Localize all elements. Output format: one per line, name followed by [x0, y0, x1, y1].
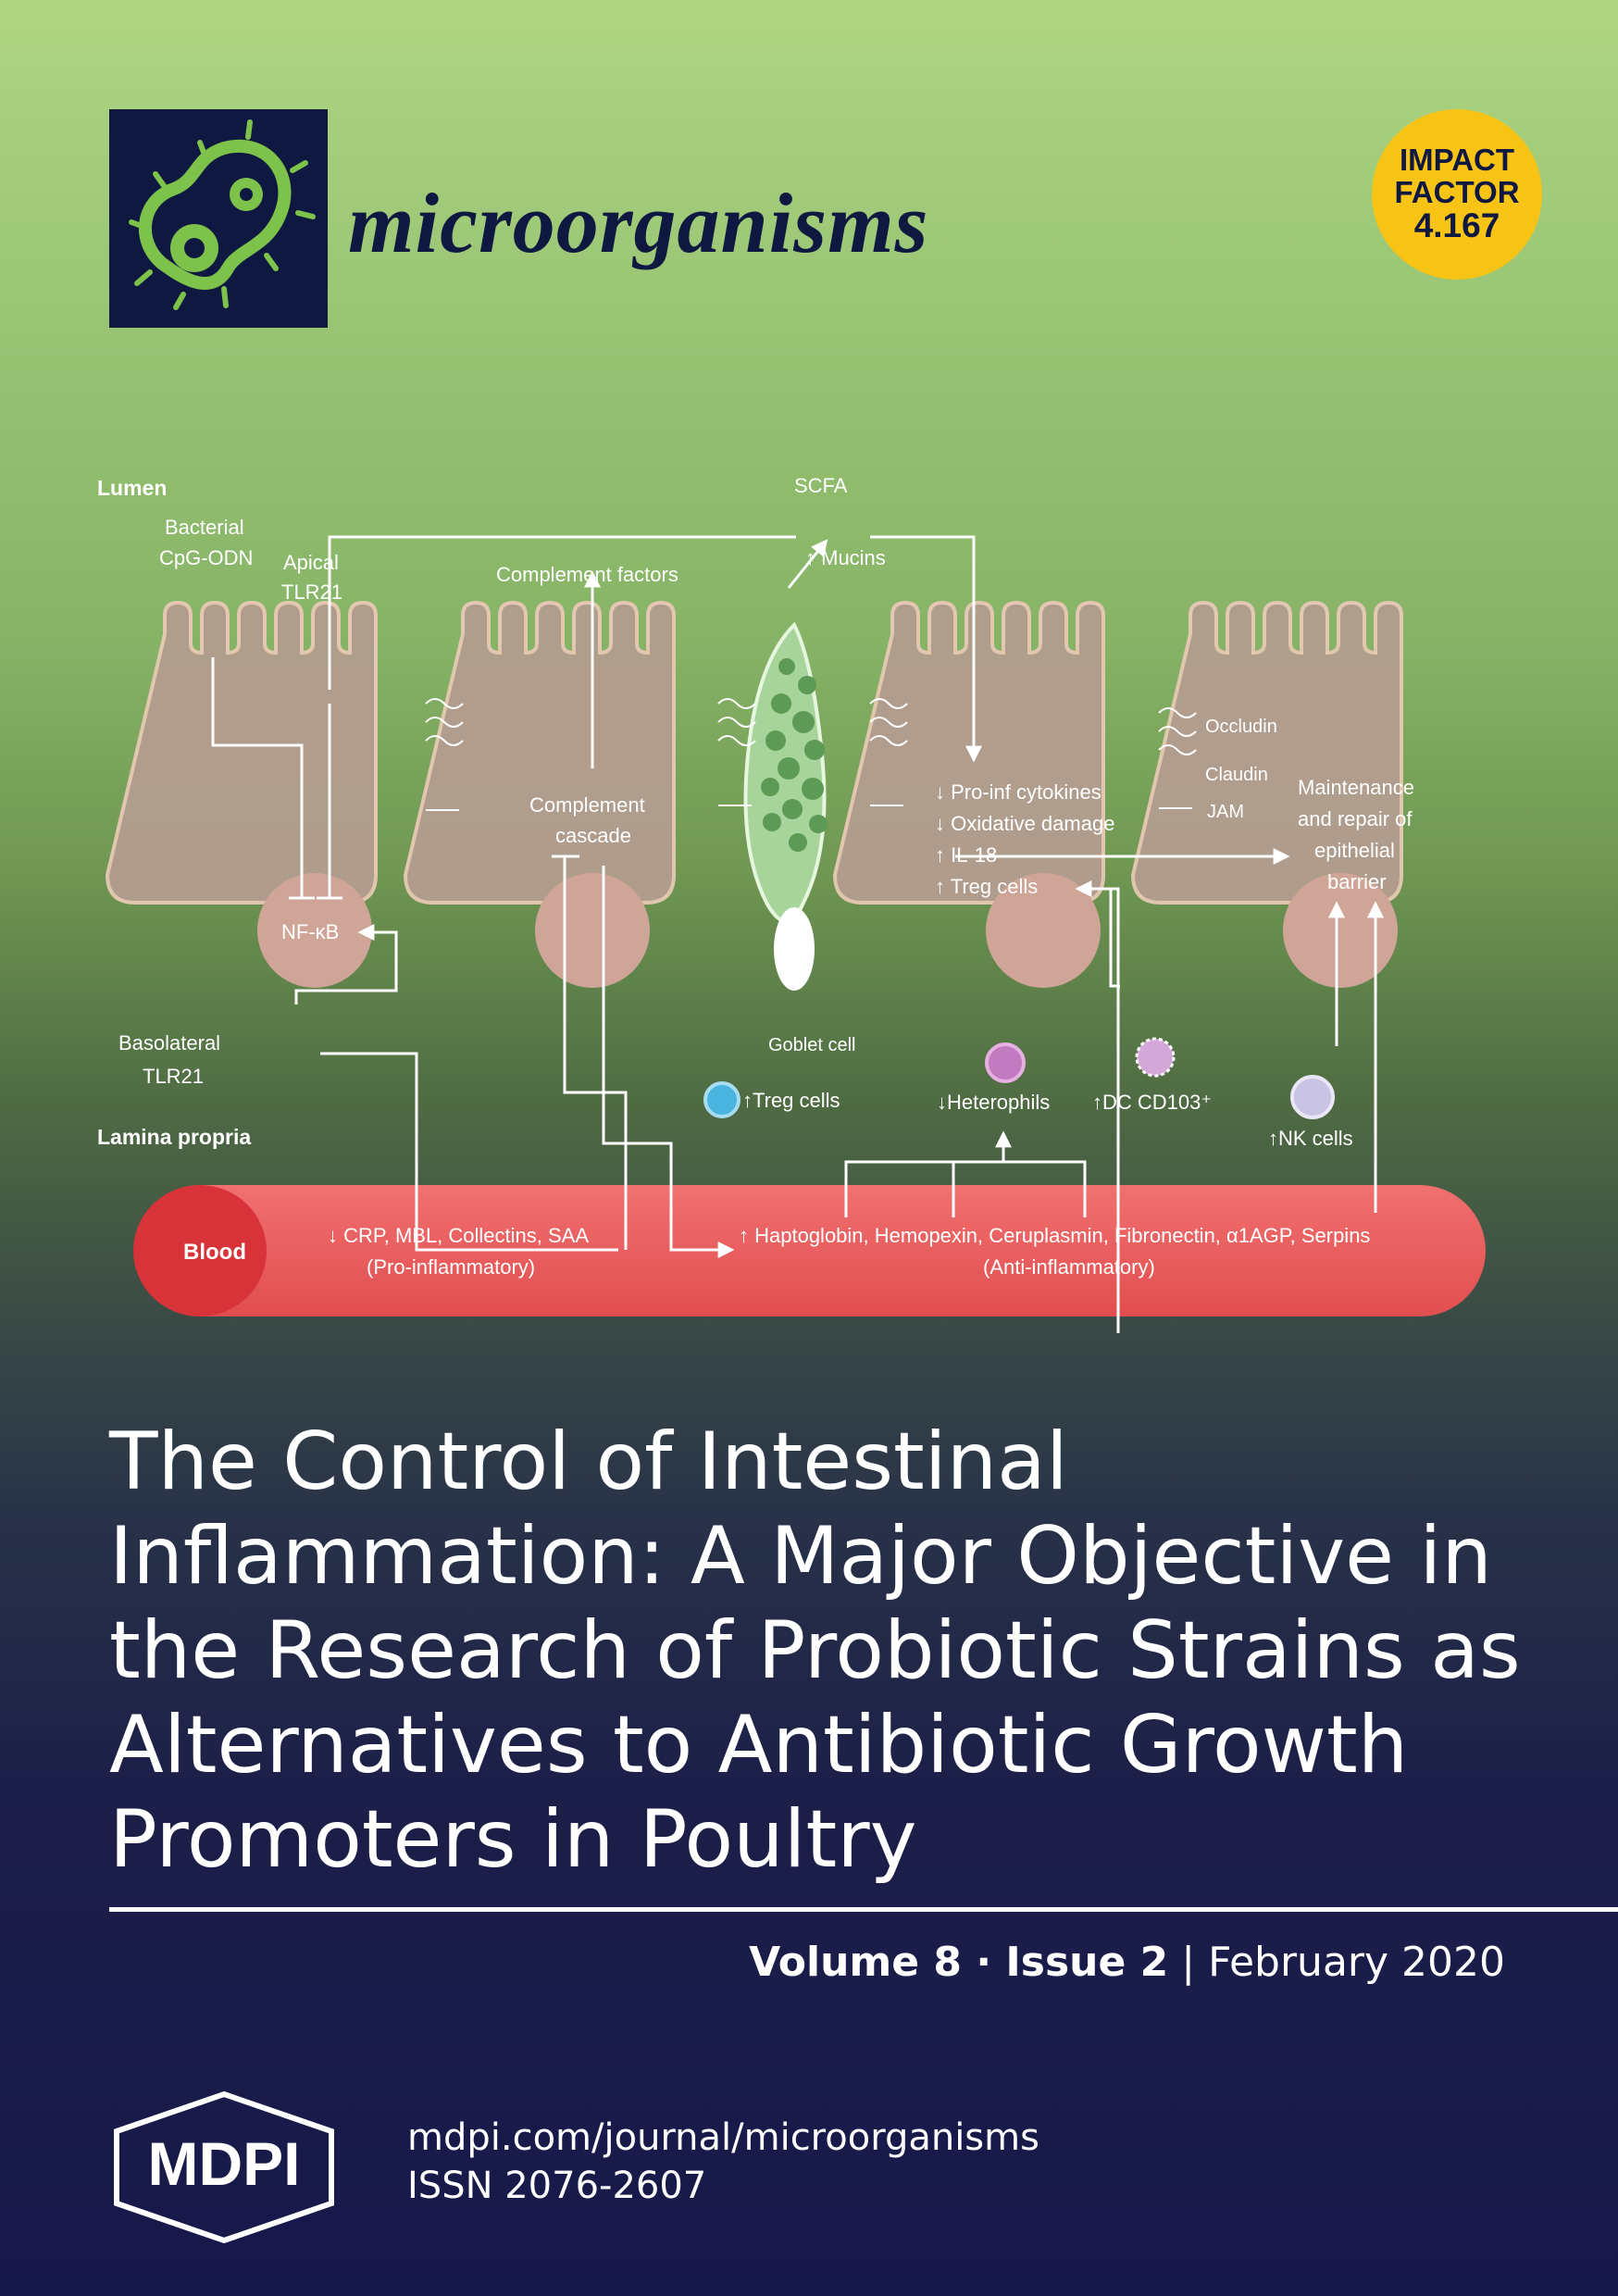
treg-cells-cell-label: ↑ Treg cells [935, 875, 1038, 898]
treg-cell-icon [703, 1081, 741, 1118]
pro-label: (Pro-inflammatory) [367, 1255, 535, 1279]
journal-url[interactable]: mdpi.com/journal/microorganisms [407, 2116, 1039, 2159]
title-line-3: the Research of Probiotic Strains as [109, 1604, 1521, 1697]
goblet-cell-label: Goblet cell [768, 1035, 856, 1055]
and-repair-label: and repair of [1298, 807, 1413, 830]
enterocyte-1 [105, 600, 378, 905]
pro-inf-label: ↓ Pro-inf cytokines [935, 780, 1101, 804]
anti-label: (Anti-inflammatory) [983, 1255, 1155, 1279]
enterocyte-4 [1130, 600, 1403, 905]
jam-label: JAM [1207, 802, 1244, 822]
nucleus-2 [535, 873, 650, 988]
nucleus-3 [986, 873, 1101, 988]
issue-label: Issue 2 [1005, 1939, 1169, 1986]
blood-vessel [134, 1185, 1486, 1316]
nucleus-1 [257, 873, 372, 988]
impact-label: IMPACT [1399, 142, 1515, 177]
dc-icon [1135, 1037, 1176, 1078]
scfa-label: SCFA [794, 474, 848, 497]
tlr21-apical-label: TLR21 [281, 580, 342, 604]
volume-label: Volume 8 [749, 1939, 963, 1986]
impact-factor-badge: IMPACT FACTOR 4.167 [1372, 109, 1542, 280]
epithelial-cells [105, 600, 1403, 991]
title-divider [109, 1907, 1618, 1912]
complement-label: Complement [529, 793, 645, 817]
factor-label: FACTOR [1394, 174, 1520, 209]
tight-junctions [425, 698, 1197, 811]
issue-date: February 2020 [1208, 1939, 1505, 1986]
mdpi-logo: MDPI [114, 2090, 334, 2244]
treg-cells-lp-label: ↑Treg cells [742, 1089, 840, 1112]
maintenance-label: Maintenance [1298, 776, 1414, 799]
nfkb-label: NF-κB [281, 920, 339, 943]
bacterial-label: Bacterial [165, 516, 244, 539]
dc-label: ↑DC CD103⁺ [1092, 1091, 1212, 1114]
blood-label: Blood [183, 1240, 246, 1265]
cascade-label: cascade [555, 824, 631, 847]
pro-list-label: ↓ CRP, MBL, Collectins, SAA [328, 1224, 589, 1247]
cpg-odn-label: CpG-ODN [159, 546, 253, 569]
enterocyte-2 [403, 600, 676, 905]
lumen-label: Lumen [97, 476, 167, 500]
blood-vessel-end [133, 1185, 267, 1316]
lamina-propria-label: Lamina propria [97, 1125, 251, 1149]
title-line-1: The Control of Intestinal [109, 1416, 1068, 1508]
title-line-2: Inflammation: A Major Objective in [109, 1510, 1492, 1603]
issue-info: Volume 8 · Issue 2 | February 2020 [749, 1939, 1505, 1986]
impact-value: 4.167 [1413, 206, 1500, 245]
il18-label: ↑ IL-18 [935, 843, 997, 867]
mdpi-logo-text: MDPI [148, 2129, 301, 2198]
title-line-5: Promoters in Poultry [109, 1793, 917, 1886]
claudin-label: Claudin [1205, 765, 1268, 785]
epithelial-label: epithelial [1314, 839, 1395, 862]
issn-label: ISSN 2076-2607 [407, 2165, 707, 2207]
anti-list-label: ↑ Haptoglobin, Hemopexin, Ceruplasmin, F… [739, 1224, 1370, 1247]
oxidative-label: ↓ Oxidative damage [935, 812, 1114, 835]
tlr21-baso-label: TLR21 [143, 1065, 204, 1088]
mucins-label: ↑ Mucins [805, 546, 886, 569]
apical-label: Apical [283, 551, 339, 574]
barrier-label: barrier [1327, 870, 1387, 893]
nk-label: ↑NK cells [1268, 1127, 1353, 1150]
heterophils-label: ↓Heterophils [937, 1091, 1050, 1114]
journal-logo [109, 109, 328, 328]
basolateral-label: Basolateral [118, 1031, 220, 1054]
heterophil-icon [985, 1042, 1026, 1083]
article-title: The Control of Intestinal Inflammation: … [109, 1415, 1553, 1887]
journal-name: microorganisms [348, 176, 929, 270]
microbe-icon [129, 119, 316, 310]
issue-separator: · [962, 1939, 1006, 1986]
nk-cell-icon [1290, 1075, 1335, 1119]
occludin-label: Occludin [1205, 717, 1277, 737]
complement-factors-label: Complement factors [496, 563, 678, 586]
title-line-4: Alternatives to Antibiotic Growth [109, 1699, 1409, 1791]
intestinal-diagram: Lumen Bacterial CpG-ODN Apical TLR21 SCF… [97, 474, 1486, 1333]
date-separator: | [1168, 1939, 1209, 1986]
